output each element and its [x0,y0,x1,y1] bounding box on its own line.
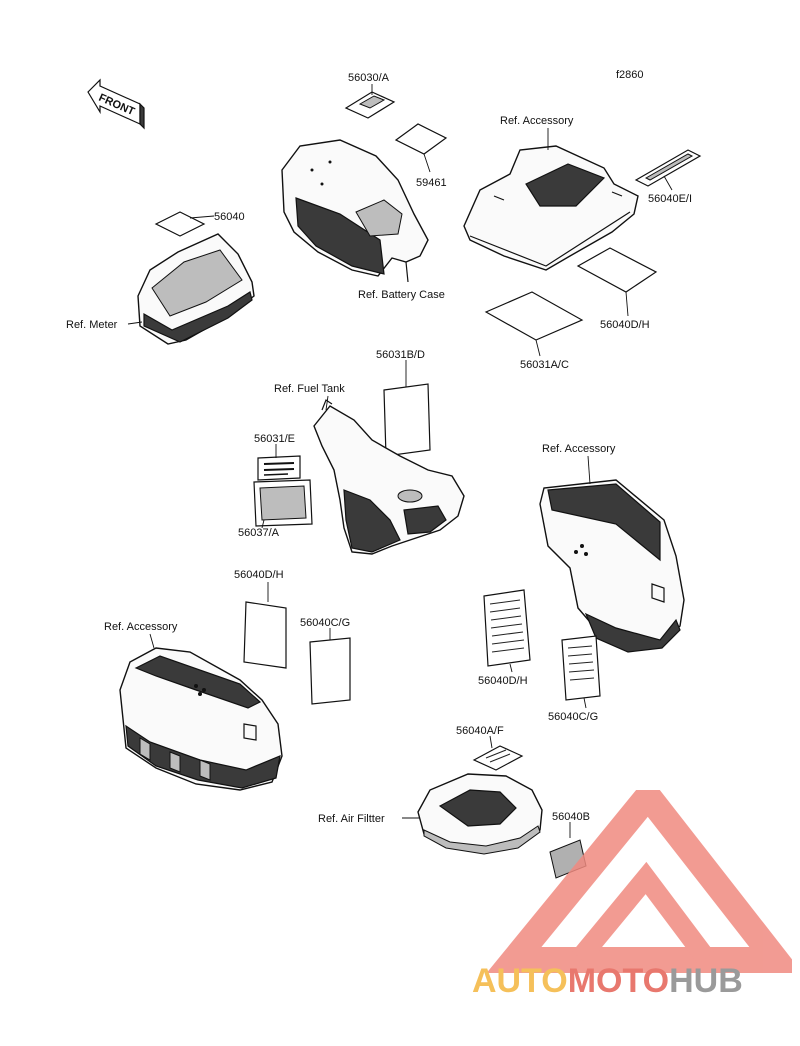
decal-59461 [394,123,448,173]
front-arrow-icon: FRONT [87,78,145,130]
label-56040: 56040 [214,211,245,223]
label-59461: 59461 [416,177,447,189]
label-56040cg-right: 56040C/G [548,711,598,723]
decal-56030a [344,84,396,119]
label-56040ei: 56040E/I [648,193,692,205]
label-56040cg-left: 56040C/G [300,617,350,629]
watermark-moto: MOTO [567,962,670,1000]
decal-56040dh-right [483,589,531,673]
automotohub-logo-icon [486,790,792,973]
label-56030a: 56030/A [348,72,390,84]
air-filter-part [417,773,543,855]
decal-56040ei [634,149,702,191]
decal-56031bd [383,360,431,457]
figure-code: f2860 [616,69,644,81]
label-ref-accessory-right: Ref. Accessory [542,443,616,455]
accessory-right-saddlebag [539,455,685,653]
label-56040dh-right: 56040D/H [478,675,528,687]
label-56040af: 56040A/F [456,725,504,737]
label-56031ac: 56031A/C [520,359,569,371]
accessory-top-trunk [463,128,639,271]
watermark-hub: HUB [669,962,743,1000]
label-ref-battery-case: Ref. Battery Case [358,289,445,301]
decal-56040cg-left [309,628,351,705]
decal-56040af [472,735,524,771]
decal-56040dh-left [243,582,287,669]
label-56040dh-left: 56040D/H [234,569,284,581]
label-56037a: 56037/A [238,527,280,539]
battery-case-part [281,139,429,283]
label-ref-fuel-tank: Ref. Fuel Tank [274,383,345,395]
watermark-text: AUTOMOTOHUB [472,962,743,1001]
label-56031e: 56031/E [254,433,295,445]
label-ref-accessory-top: Ref. Accessory [500,115,574,127]
label-ref-accessory-left: Ref. Accessory [104,621,178,633]
decal-56037a [253,479,313,529]
decal-56040 [154,211,215,237]
watermark-auto: AUTO [472,962,568,1000]
label-56040b: 56040B [552,811,590,823]
decal-56040cg-right [561,635,601,709]
label-ref-meter: Ref. Meter [66,319,118,331]
label-56040dh-top: 56040D/H [600,319,650,331]
meter-cover-part [137,233,255,345]
label-ref-air-filter: Ref. Air Filtter [318,813,385,825]
accessory-left-saddlebag [119,647,283,791]
decal-56031e [257,444,301,481]
decal-56040dh-top [576,247,658,317]
fuel-tank-part [313,399,465,555]
label-56031bd: 56031B/D [376,349,425,361]
decal-56031ac [484,291,584,357]
